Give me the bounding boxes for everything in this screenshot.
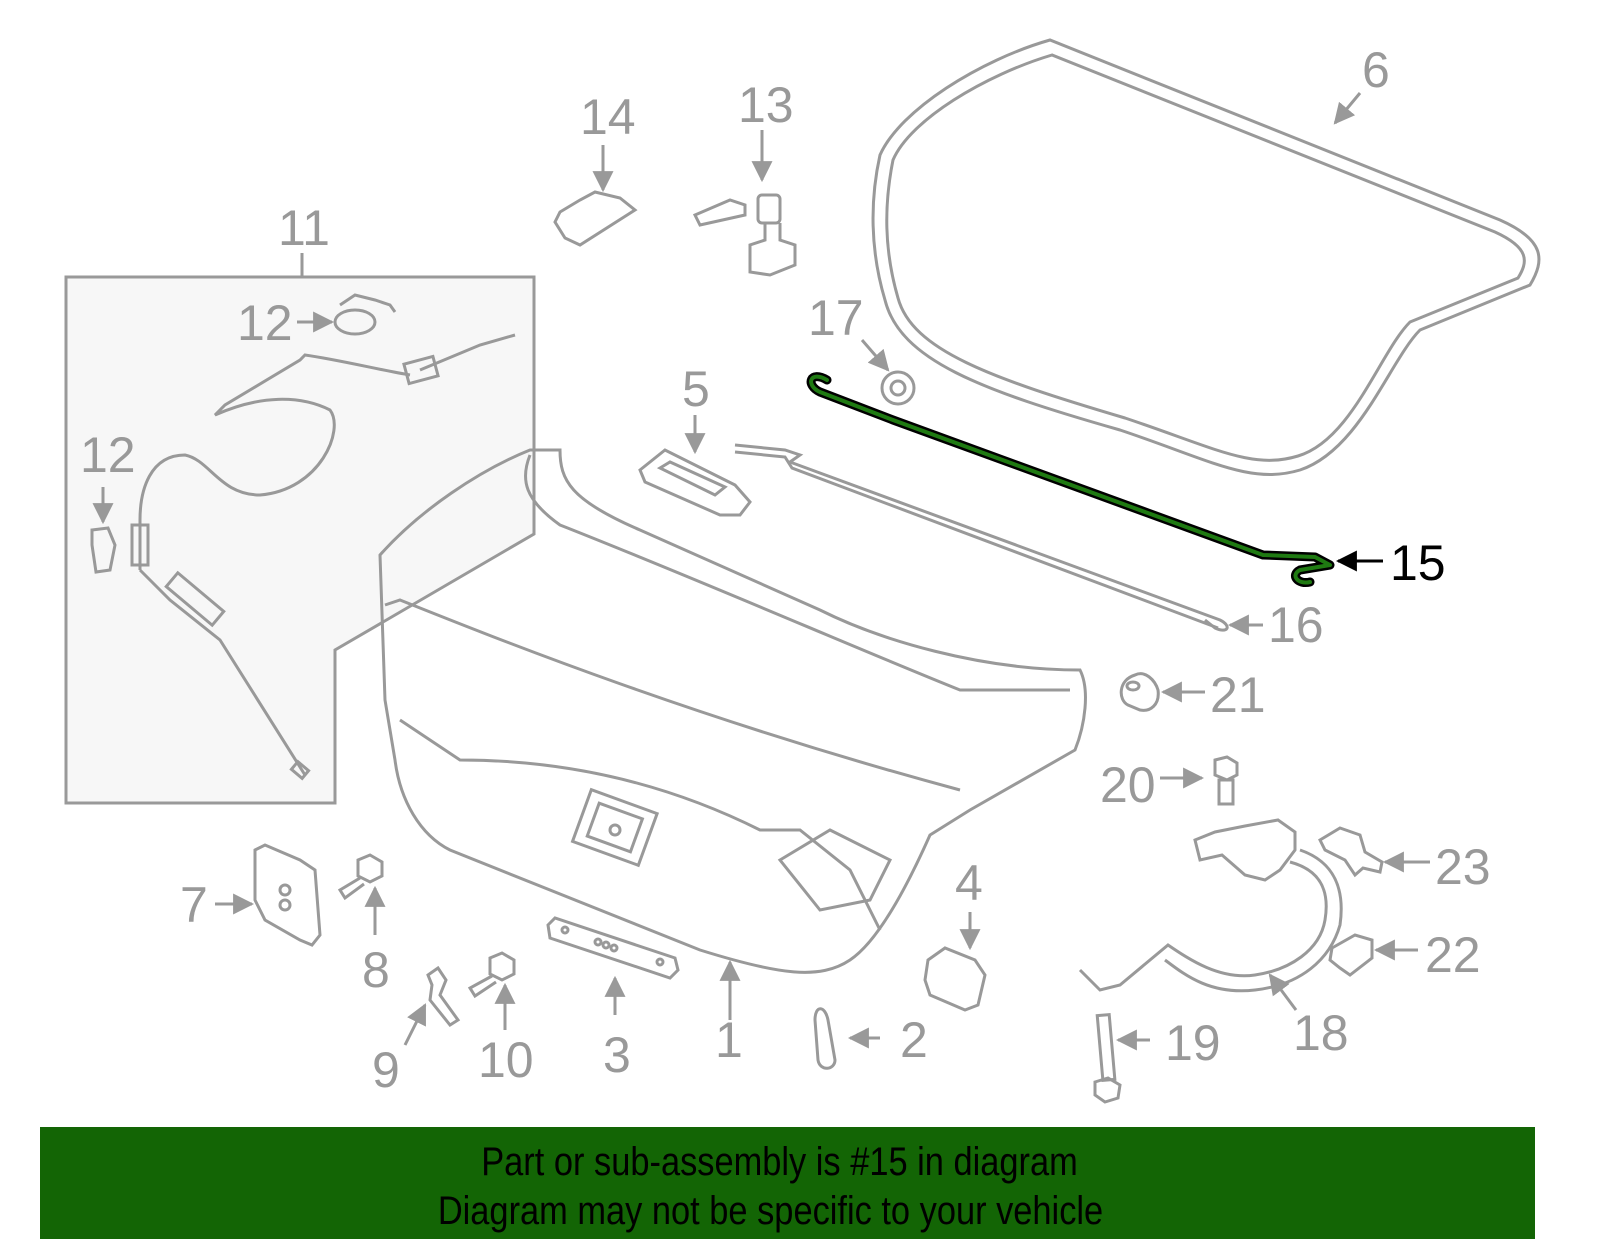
part-1-trunk-lid bbox=[378, 448, 1087, 1020]
callout-20: 20 bbox=[1100, 757, 1156, 813]
part-13-lock-cylinder bbox=[692, 130, 797, 277]
callout-14: 14 bbox=[580, 89, 636, 145]
part-7-latch-cover bbox=[215, 843, 322, 947]
callout-12-left: 12 bbox=[80, 427, 136, 483]
part-3-garnish bbox=[546, 916, 680, 1015]
part-info-banner: Part or sub-assembly is #15 in diagram D… bbox=[40, 1127, 1535, 1239]
part-15-torsion-bar-highlighted bbox=[806, 372, 1383, 588]
part-20-bolt bbox=[1160, 755, 1239, 806]
callout-6: 6 bbox=[1362, 42, 1390, 98]
part-4-bracket bbox=[923, 912, 987, 1012]
callout-21: 21 bbox=[1210, 667, 1266, 723]
part-2-bumper bbox=[813, 1007, 880, 1070]
harness-inset-box bbox=[64, 253, 536, 805]
callout-15: 15 bbox=[1390, 535, 1446, 591]
diagram-art bbox=[64, 38, 1541, 1104]
callout-19: 19 bbox=[1165, 1015, 1221, 1071]
part-17-cushion bbox=[860, 339, 916, 406]
part-14-bracket bbox=[553, 145, 638, 247]
callout-3: 3 bbox=[603, 1027, 631, 1083]
part-16-support-rod bbox=[734, 443, 1263, 636]
part-22-clip bbox=[1328, 933, 1418, 977]
callout-16: 16 bbox=[1268, 597, 1324, 653]
callout-1: 1 bbox=[715, 1012, 743, 1068]
banner-disclaimer-text: Diagram may not be specific to your vehi… bbox=[437, 1189, 1104, 1233]
callout-12-top: 12 bbox=[237, 295, 293, 351]
part-19-bolt bbox=[1093, 1012, 1150, 1104]
callout-13: 13 bbox=[738, 77, 794, 133]
callout-5: 5 bbox=[682, 361, 710, 417]
callout-4: 4 bbox=[955, 855, 983, 911]
part-23-clip bbox=[1318, 826, 1430, 878]
parts-diagram: 1 2 3 4 5 6 7 8 9 10 11 12 12 13 14 15 1… bbox=[64, 38, 1541, 1104]
callout-2: 2 bbox=[900, 1012, 928, 1068]
part-21-stopper bbox=[1119, 672, 1205, 712]
callout-7: 7 bbox=[180, 877, 208, 933]
part-6-weatherstrip bbox=[871, 38, 1541, 476]
callout-18: 18 bbox=[1293, 1005, 1349, 1061]
callout-11: 11 bbox=[278, 200, 330, 256]
callout-22: 22 bbox=[1425, 927, 1481, 983]
part-11-harness bbox=[90, 293, 516, 781]
banner-part-number-text: Part or sub-assembly is #15 in diagram bbox=[481, 1140, 1078, 1184]
part-10-bolt bbox=[467, 951, 516, 1030]
callout-23: 23 bbox=[1435, 839, 1491, 895]
callout-8: 8 bbox=[362, 942, 390, 998]
callout-17: 17 bbox=[808, 290, 864, 346]
part-8-bolt bbox=[337, 853, 386, 935]
part-5-trunk-light bbox=[638, 415, 752, 517]
part-18-hinge bbox=[1078, 818, 1343, 1011]
callout-10: 10 bbox=[478, 1032, 534, 1088]
callout-9: 9 bbox=[372, 1042, 400, 1098]
part-9-clip bbox=[403, 965, 461, 1046]
